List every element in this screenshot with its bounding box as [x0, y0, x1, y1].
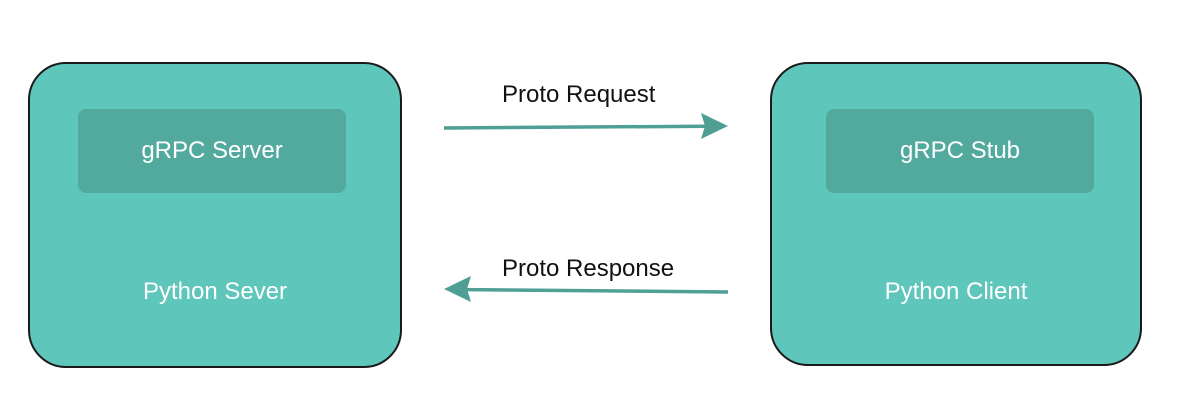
request-arrowhead — [701, 113, 728, 139]
grpc-stub-label: gRPC Stub — [899, 137, 1021, 164]
grpc-server-component: gRPC Server — [78, 109, 346, 193]
request-arrow — [443, 113, 728, 139]
proto-request-label: Proto Request — [502, 81, 656, 108]
response-arrowhead — [444, 276, 471, 302]
response-arrow-line — [465, 287, 729, 294]
proto-response-label: Proto Response — [502, 255, 675, 282]
python-client-node: gRPC Stub Python Client — [770, 62, 1142, 366]
request-arrow-line — [443, 124, 707, 130]
grpc-server-label: gRPC Server — [141, 137, 283, 164]
python-server-label: Python Sever — [142, 278, 288, 305]
response-arrow — [444, 276, 729, 302]
python-client-label: Python Client — [884, 278, 1028, 305]
grpc-stub-component: gRPC Stub — [826, 109, 1094, 193]
python-server-node: gRPC Server Python Sever — [28, 62, 402, 368]
